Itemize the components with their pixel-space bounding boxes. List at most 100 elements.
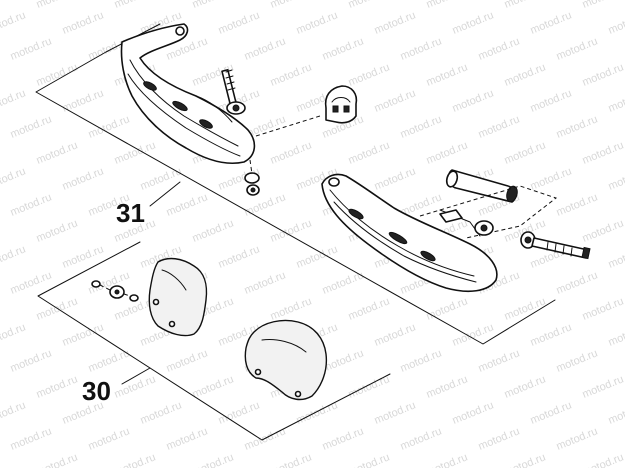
watermark: motod.ru [477, 35, 522, 62]
watermark: motod.ru [0, 217, 1, 244]
watermark: motod.ru [35, 0, 80, 11]
left-spoiler [148, 257, 208, 337]
watermark: motod.ru [373, 87, 418, 114]
watermark: motod.ru [503, 0, 548, 11]
watermark: motod.ru [607, 165, 625, 192]
watermark: motod.ru [451, 9, 496, 36]
spoiler-hardware [91, 280, 139, 302]
watermark: motod.ru [399, 35, 444, 62]
right-bolt-assembly [439, 209, 591, 260]
watermark: motod.ru [477, 113, 522, 140]
watermark: motod.ru [503, 373, 548, 400]
callout-label-30: 30 [82, 376, 111, 406]
watermark: motod.ru [373, 321, 418, 348]
watermark: motod.ru [399, 347, 444, 374]
watermark: motod.ru [425, 139, 470, 166]
watermark: motod.ru [217, 399, 262, 426]
watermark: motod.ru [347, 0, 392, 11]
watermark: motod.ru [87, 425, 132, 452]
left-bolt-assembly [221, 68, 260, 196]
watermark: motod.ru [35, 139, 80, 166]
watermark: motod.ru [399, 425, 444, 452]
watermark: motod.ru [321, 425, 366, 452]
watermark: motod.ru [0, 373, 1, 400]
watermark: motod.ru [243, 191, 288, 218]
watermark: motod.ru [9, 425, 54, 452]
watermark: motod.ru [87, 113, 132, 140]
watermark: motod.ru [9, 269, 54, 296]
watermark: motod.ru [477, 425, 522, 452]
watermark: motod.ru [503, 139, 548, 166]
watermark: motod.ru [555, 425, 600, 452]
leader-line-31 [149, 181, 181, 207]
watermark: motod.ru [581, 217, 625, 244]
watermark: motod.ru [581, 61, 625, 88]
callout-label-31: 31 [116, 198, 145, 228]
watermark: motod.ru [555, 113, 600, 140]
watermark: motod.ru [529, 165, 574, 192]
watermark: motod.ru [0, 165, 27, 192]
watermark: motod.ru [9, 191, 54, 218]
watermark: motod.ru [243, 269, 288, 296]
watermark: motod.ru [0, 61, 1, 88]
watermark: motod.ru [581, 295, 625, 322]
watermark: motod.ru [477, 347, 522, 374]
watermark: motod.ru [269, 61, 314, 88]
leader-line-30 [121, 367, 151, 385]
watermark: motod.ru [425, 295, 470, 322]
watermark: motod.ru [555, 191, 600, 218]
watermark: motod.ru [217, 9, 262, 36]
watermark: motod.ru [243, 35, 288, 62]
watermark: motod.ru [0, 451, 1, 468]
watermark: motod.ru [373, 399, 418, 426]
watermark: motod.ru [451, 399, 496, 426]
watermark: motod.ru [607, 87, 625, 114]
watermark: motod.ru [113, 451, 158, 468]
watermark: motod.ru [0, 87, 27, 114]
watermark: motod.ru [0, 295, 1, 322]
watermark: motod.ru [373, 9, 418, 36]
watermark: motod.ru [451, 87, 496, 114]
watermark: motod.ru [581, 0, 625, 11]
watermark: motod.ru [607, 321, 625, 348]
watermark: motod.ru [425, 0, 470, 11]
watermark: motod.ru [113, 373, 158, 400]
watermark: motod.ru [0, 399, 27, 426]
watermark: motod.ru [0, 9, 27, 36]
watermark: motod.ru [217, 243, 262, 270]
watermark: motod.ru [0, 321, 27, 348]
watermark: motod.ru [9, 35, 54, 62]
watermark: motod.ru [347, 61, 392, 88]
right-spoiler [244, 319, 328, 401]
watermark: motod.ru [425, 373, 470, 400]
watermark: motod.ru [139, 399, 184, 426]
watermark: motod.ru [581, 139, 625, 166]
watermark: motod.ru [373, 165, 418, 192]
watermark: motod.ru [61, 165, 106, 192]
watermark: motod.ru [425, 61, 470, 88]
right-handguard-guide-line [419, 185, 558, 239]
watermark: motod.ru [113, 0, 158, 11]
watermark: motod.ru [165, 425, 210, 452]
watermark: motod.ru [0, 243, 27, 270]
bar-end-tube [445, 169, 518, 203]
watermark: motod.ru [61, 243, 106, 270]
watermark: motod.ru [295, 9, 340, 36]
watermark: motod.ru [295, 243, 340, 270]
left-handguard [120, 23, 256, 164]
watermark: motod.ru [607, 9, 625, 36]
watermark: motod.ru [503, 61, 548, 88]
watermark: motod.ru [113, 139, 158, 166]
watermark: motod.ru [35, 451, 80, 468]
watermark: motod.ru [191, 373, 236, 400]
watermark: motod.ru [165, 347, 210, 374]
watermark: motod.ru [269, 451, 314, 468]
watermark: motod.ru [9, 113, 54, 140]
watermark: motod.ru [269, 217, 314, 244]
watermark: motod.ru [35, 217, 80, 244]
right-handguard [321, 173, 498, 293]
watermark: motod.ru [581, 373, 625, 400]
watermark: motod.ru [529, 87, 574, 114]
watermark: motod.ru [61, 87, 106, 114]
